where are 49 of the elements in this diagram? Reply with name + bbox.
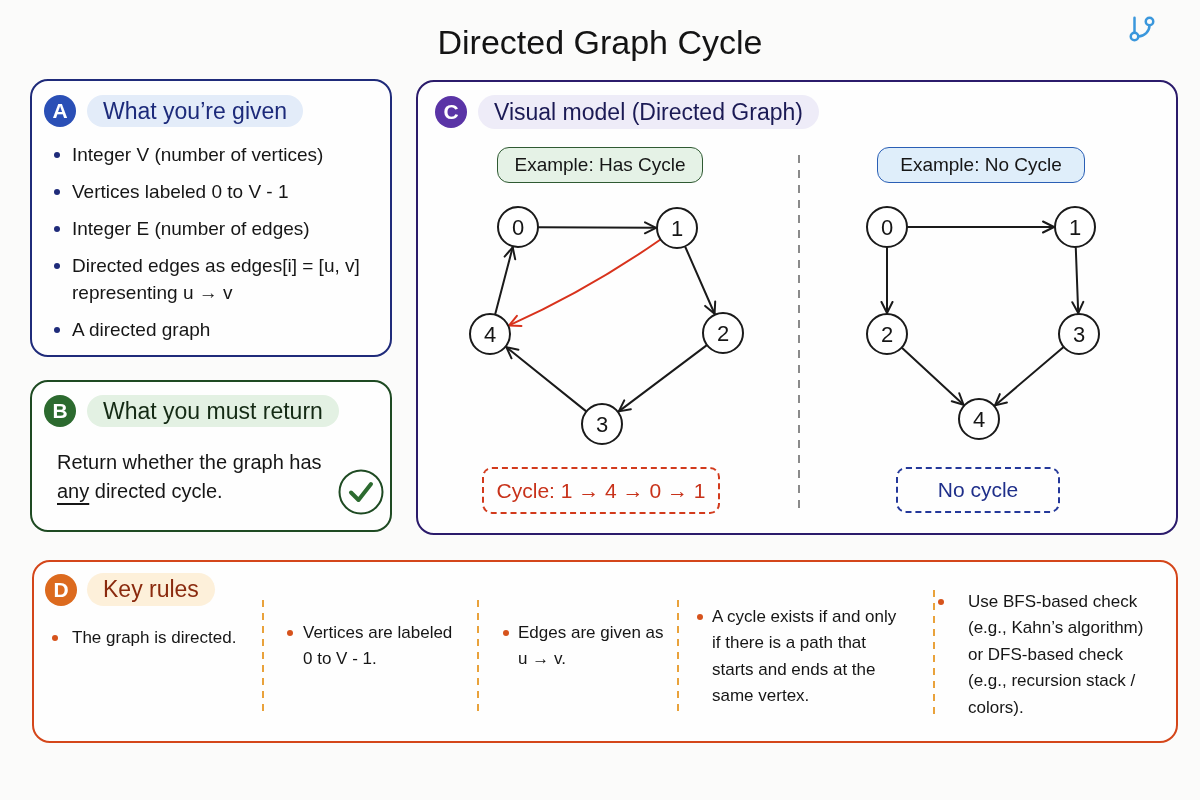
arrow	[684, 246, 717, 315]
example-tag: Example: Has Cycle	[497, 147, 703, 183]
arrow	[494, 246, 517, 315]
section-heading: Key rules	[87, 573, 215, 606]
bullet-text: The graph is directed.	[72, 626, 238, 649]
graph-vertex: 0	[866, 206, 908, 248]
section-heading: What you must return	[87, 395, 339, 427]
arrow	[1071, 247, 1085, 314]
arrow	[538, 221, 657, 235]
section-card	[416, 80, 1178, 535]
bullet-text: Vertices labeled 0 to V - 1	[72, 180, 290, 204]
arrow	[901, 347, 965, 406]
arrow	[505, 346, 587, 412]
graph-vertex: 0	[497, 206, 539, 248]
bullet-text: Directed edges as edges[i] = [u, v] representing u → v	[72, 254, 361, 305]
result-note: Cycle: 1 → 4 → 0 → 1	[482, 467, 720, 514]
title: Directed Graph Cycle	[436, 22, 764, 63]
graph-vertex: 1	[1054, 206, 1096, 248]
bullet-text: Edges are given as u → v.	[518, 621, 665, 670]
letter-badge: A	[44, 95, 76, 127]
graph-vertex: 3	[581, 403, 623, 445]
arrow	[907, 220, 1055, 234]
paragraph: Return whether the graph has any directed cycle.	[57, 450, 323, 504]
arrow	[994, 346, 1064, 407]
graph-vertex: 4	[958, 398, 1000, 440]
graph-vertex: 3	[1058, 313, 1100, 355]
letter-badge: B	[44, 395, 76, 427]
bullet-text: Integer V (number of vertices)	[72, 143, 325, 167]
graph-vertex: 2	[702, 312, 744, 354]
result-note: No cycle	[896, 467, 1060, 513]
bullet-text: A directed graph	[72, 318, 212, 342]
bullet-text: Use BFS-based check (e.g., Kahn’s algorithm) or DFS-based check (e.g., recursion stack / colors).	[968, 590, 1145, 719]
arrow	[880, 247, 894, 314]
section-heading: Visual model (Directed Graph)	[478, 95, 819, 129]
section-card	[30, 380, 392, 532]
section-card	[32, 560, 1178, 743]
bullet-text: Vertices are labeled 0 to V - 1.	[303, 621, 454, 670]
arrow	[617, 344, 708, 413]
section-heading: What you’re given	[87, 95, 304, 127]
graph-vertex: 2	[866, 313, 908, 355]
example-tag: Example: No Cycle	[877, 147, 1085, 183]
bullet-text: A cycle exists if and only if there is a path that starts and ends at the same vertex.	[712, 605, 898, 707]
arrow	[508, 239, 661, 327]
letter-badge: D	[45, 574, 77, 606]
section-card	[30, 79, 392, 357]
graph-vertex: 1	[656, 207, 698, 249]
letter-badge: C	[435, 96, 467, 128]
bullet-text: Integer E (number of edges)	[72, 217, 311, 241]
graph-vertex: 4	[469, 313, 511, 355]
